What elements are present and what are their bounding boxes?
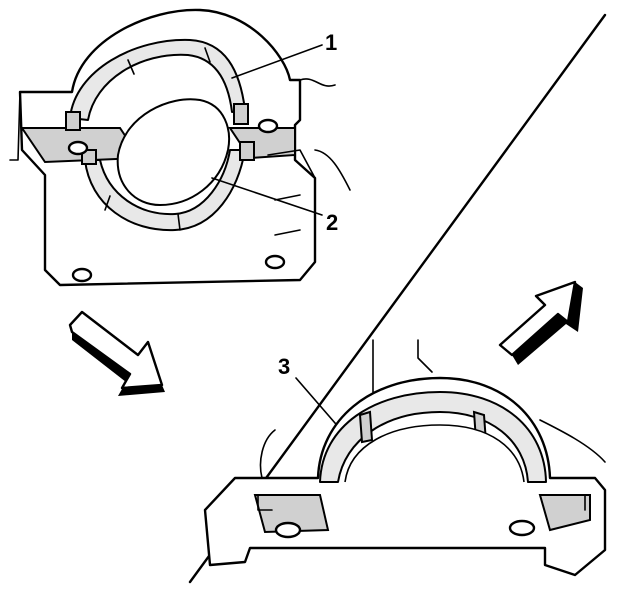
cap-casting-line-4 <box>259 429 276 479</box>
removal-arrow <box>68 310 165 396</box>
bolt-hole-upper-right <box>257 118 279 134</box>
installation-arrow <box>498 280 583 365</box>
lower-shell-groove-2 <box>177 213 181 231</box>
casting-edge-right-2 <box>314 149 351 191</box>
upper-shell-groove-1 <box>127 59 135 75</box>
lower-shell-tab-left <box>81 149 97 165</box>
upper-shell-tab-right <box>233 103 249 125</box>
journal-bore <box>116 98 230 207</box>
bolt-hole-lower-left <box>71 267 93 283</box>
leader-line-2 <box>211 177 323 216</box>
bolt-hole-upper-left <box>67 140 89 156</box>
bolt-hole-lower-right <box>264 254 286 270</box>
upper-shell-tab-left <box>65 111 81 131</box>
callout-2: 2 <box>326 210 338 235</box>
cap-bolt-hole-left <box>274 521 302 539</box>
upper-shell-groove-2 <box>204 47 211 63</box>
upper-bearing-assembly <box>9 8 351 287</box>
cap-bearing-shell <box>319 391 547 483</box>
lower-bearing-cap <box>203 339 607 577</box>
cap-parting-face-left <box>253 494 330 534</box>
leader-line-1 <box>231 44 323 79</box>
cap-step-left <box>257 494 273 511</box>
callout-1: 1 <box>325 30 337 55</box>
cap-shell-tab-left <box>358 410 374 444</box>
callout-3: 3 <box>278 354 290 379</box>
cap-bolt-hole-right <box>508 519 536 537</box>
cap-casting-line-3 <box>539 419 606 463</box>
lower-shell-tab-right <box>239 141 255 161</box>
lower-shell-groove-1 <box>104 195 111 211</box>
cap-casting-line-2 <box>417 339 433 373</box>
casting-edge-left <box>9 91 21 161</box>
cap-journal-bore <box>344 424 525 483</box>
casting-edge-right <box>299 78 336 87</box>
cap-side-steps <box>267 149 316 236</box>
cap-step-right <box>571 494 586 511</box>
